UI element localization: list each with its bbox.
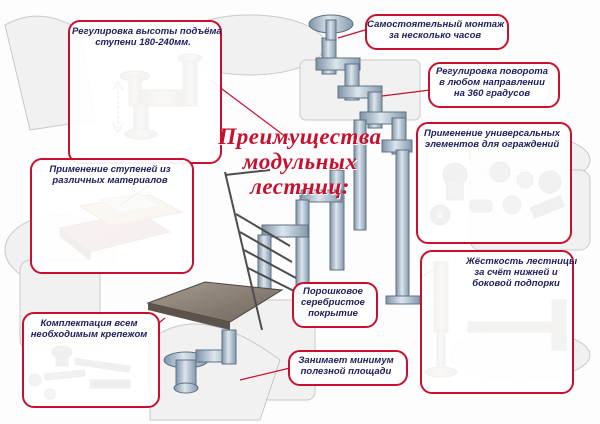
- callout-height-adjust-text: Регулировка высоты подъёма ступени 180-2…: [72, 26, 222, 48]
- callout-fasteners: [22, 312, 160, 408]
- callout-rotation: [428, 62, 560, 108]
- callout-rigidity-text: Жёсткость лестницы за счёт нижней и боко…: [466, 256, 578, 289]
- main-title: Преимущества модульных лестниц:: [210, 124, 390, 199]
- callout-railing: [416, 122, 572, 244]
- stone-tread: [146, 281, 284, 323]
- callout-space: [288, 350, 408, 386]
- title-line-1: Преимущества: [218, 124, 382, 149]
- title-line-3: лестниц:: [250, 174, 350, 199]
- callout-coating: [292, 282, 378, 328]
- callout-railing-text: Применение универсальных элементов для о…: [423, 128, 560, 150]
- callout-self-assembly-text: Самостоятельный монтаж за несколько часо…: [367, 19, 505, 41]
- bottom-support: [163, 329, 237, 394]
- callout-space-text: Занимает минимум полезной площади: [298, 355, 394, 377]
- callout-fasteners-text: Комплектация всем необходимым крепежом: [30, 318, 148, 340]
- callout-coating-text: Порошковое серебристое покрытие: [301, 286, 365, 319]
- railing: [224, 169, 301, 331]
- callout-rigidity: [420, 250, 574, 394]
- callout-height-adjust: [68, 20, 222, 164]
- callout-rotation-text: Регулировка поворота в любом направлении…: [435, 66, 548, 99]
- callout-materials: [30, 158, 194, 274]
- steel-modules: [257, 37, 421, 305]
- callout-materials-text: Применение ступеней из различных материа…: [49, 164, 171, 186]
- title-line-2: модульных: [242, 149, 358, 174]
- modular-staircase: [146, 14, 421, 394]
- callout-self-assembly: [365, 14, 509, 50]
